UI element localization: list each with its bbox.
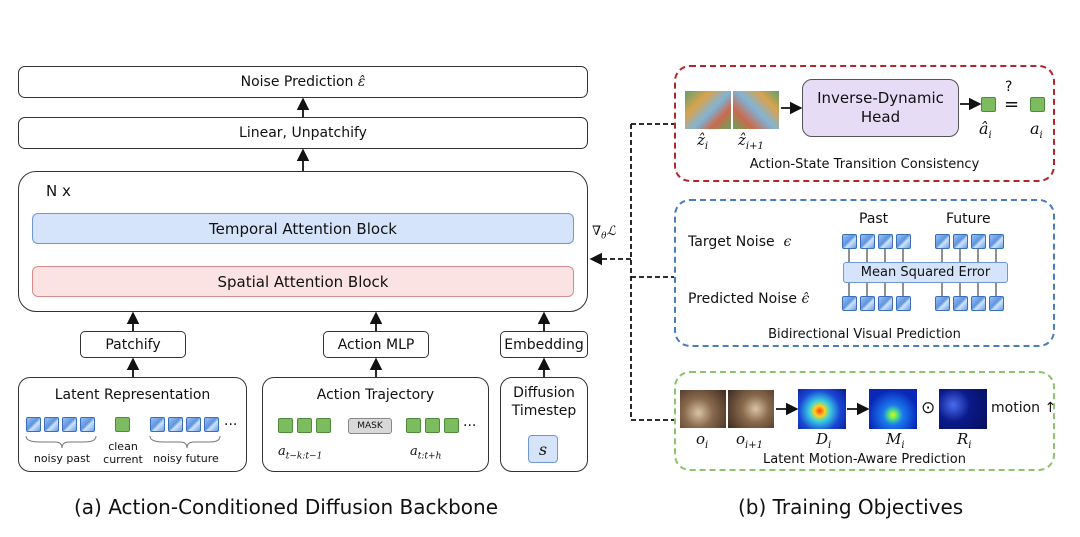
action-ellipsis: ··· bbox=[463, 418, 477, 434]
target-future-token bbox=[989, 234, 1004, 249]
mse-connectors bbox=[848, 249, 997, 296]
predicted-future-token bbox=[989, 296, 1004, 311]
noisy-past-token bbox=[26, 417, 41, 432]
past-action-token bbox=[316, 418, 331, 433]
noise-prediction-box: Noise Prediction ε̂ bbox=[18, 66, 588, 98]
timestep-token: s bbox=[528, 435, 558, 463]
observation-image-oi bbox=[680, 390, 726, 428]
spatial-attention-block: Spatial Attention Block bbox=[32, 266, 574, 297]
patchify-label: Patchify bbox=[105, 336, 161, 353]
motion-aware-prediction-title: Latent Motion-Aware Prediction bbox=[763, 452, 966, 467]
action-state-consistency-title: Action-State Transition Consistency bbox=[749, 157, 980, 172]
clean-current-label: clean current bbox=[103, 440, 143, 466]
odot-operator: ⊙ bbox=[921, 398, 936, 418]
target-past-token bbox=[842, 234, 857, 249]
future-action-token bbox=[406, 418, 421, 433]
target-past-token bbox=[860, 234, 875, 249]
predicted-action-label: âi bbox=[979, 119, 992, 142]
predicted-future-token bbox=[971, 296, 986, 311]
clean-current-token bbox=[115, 417, 130, 432]
noisy-future-label: noisy future bbox=[153, 452, 219, 465]
spatial-attention-label: Spatial Attention Block bbox=[217, 272, 389, 291]
difference-map-di bbox=[798, 389, 846, 429]
bidirectional-prediction-box bbox=[674, 199, 1055, 347]
patchify-box: Patchify bbox=[80, 331, 186, 358]
noise-prediction-symbol: ε̂ bbox=[357, 74, 366, 90]
temporal-attention-block: Temporal Attention Block bbox=[32, 213, 574, 244]
noisy-past-token bbox=[62, 417, 77, 432]
zi-label: ẑi bbox=[697, 131, 709, 152]
latent-image-zi bbox=[685, 91, 731, 129]
embedding-label: Embedding bbox=[504, 336, 584, 353]
inverse-dynamic-head: Inverse-Dynamic Head bbox=[802, 79, 959, 137]
true-action-label: ai bbox=[1030, 119, 1043, 142]
target-future-token bbox=[971, 234, 986, 249]
oi-label: oi bbox=[696, 430, 709, 451]
noisy-future-token bbox=[168, 417, 183, 432]
linear-unpatchify-label: Linear, Unpatchify bbox=[239, 125, 367, 141]
question-mark: ? bbox=[1005, 79, 1013, 95]
future-action-token bbox=[425, 418, 440, 433]
mse-box: Mean Squared Error bbox=[843, 262, 1008, 283]
equals-sign: = bbox=[1004, 94, 1020, 115]
past-action-token bbox=[278, 418, 293, 433]
embedding-box: Embedding bbox=[500, 331, 588, 358]
noisy-future-token bbox=[186, 417, 201, 432]
past-label: Past bbox=[859, 211, 889, 227]
ri-label: Ri bbox=[957, 430, 972, 451]
zi1-label: ẑi+1 bbox=[738, 131, 764, 152]
mask-token: MASK bbox=[348, 418, 392, 434]
noisy-past-token bbox=[44, 417, 59, 432]
predicted-future-token bbox=[935, 296, 950, 311]
latent-image-zi1 bbox=[733, 91, 779, 129]
future-action-token bbox=[444, 418, 459, 433]
predicted-past-token bbox=[860, 296, 875, 311]
oi1-label: oi+1 bbox=[736, 430, 763, 451]
motion-aware-prediction-box bbox=[674, 371, 1055, 471]
true-action-token bbox=[1030, 97, 1045, 112]
noisy-future-token bbox=[150, 417, 165, 432]
motion-mask-mi bbox=[869, 389, 917, 429]
latent-ellipsis: ··· bbox=[224, 417, 238, 433]
noisy-past-token bbox=[80, 417, 95, 432]
di-label: Di bbox=[816, 430, 832, 451]
target-noise-label: Target Noise ϵ bbox=[688, 234, 792, 250]
predicted-past-token bbox=[842, 296, 857, 311]
residual-map-ri bbox=[939, 389, 987, 429]
action-state-consistency-box bbox=[674, 65, 1055, 182]
noisy-past-label: noisy past bbox=[33, 452, 91, 465]
diffusion-timestep-title: Diffusion Timestep bbox=[511, 385, 577, 419]
observation-image-oi1 bbox=[728, 390, 774, 428]
target-future-token bbox=[935, 234, 950, 249]
token-braces bbox=[25, 435, 221, 449]
mi-label: Mi bbox=[886, 430, 905, 451]
future-action-label: at:t+h bbox=[410, 444, 442, 462]
bidirectional-prediction-title: Bidirectional Visual Prediction bbox=[768, 327, 961, 342]
latent-representation-title: Latent Representation bbox=[54, 387, 211, 403]
past-action-token bbox=[297, 418, 312, 433]
predicted-future-token bbox=[953, 296, 968, 311]
mask-label: MASK bbox=[357, 421, 383, 431]
motion-label: motion ↑ bbox=[991, 400, 1057, 416]
noise-prediction-label: Noise Prediction bbox=[240, 74, 354, 90]
past-action-label: at−k:t−1 bbox=[278, 444, 323, 462]
temporal-attention-label: Temporal Attention Block bbox=[208, 219, 397, 238]
caption-backbone: (a) Action-Conditioned Diffusion Backbon… bbox=[74, 495, 498, 519]
action-mlp-box: Action MLP bbox=[323, 331, 429, 358]
future-label: Future bbox=[946, 211, 991, 227]
caption-objectives: (b) Training Objectives bbox=[738, 495, 964, 519]
action-mlp-label: Action MLP bbox=[337, 336, 415, 353]
target-future-token bbox=[953, 234, 968, 249]
noisy-future-token bbox=[204, 417, 219, 432]
predicted-noise-label: Predicted Noise ϵ̂ bbox=[688, 291, 810, 307]
predicted-past-token bbox=[878, 296, 893, 311]
target-past-token bbox=[878, 234, 893, 249]
gradient-label: ∇θℒ bbox=[592, 224, 616, 242]
n-times-label: N x bbox=[46, 182, 71, 200]
predicted-past-token bbox=[896, 296, 911, 311]
target-past-token bbox=[896, 234, 911, 249]
action-trajectory-title: Action Trajectory bbox=[316, 387, 435, 403]
